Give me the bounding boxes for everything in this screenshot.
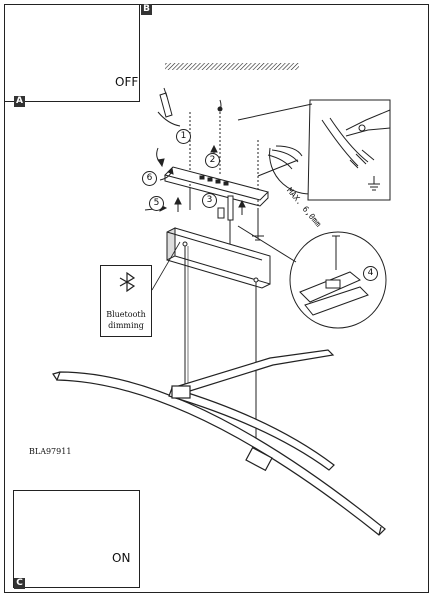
light-bar-front — [52, 371, 386, 536]
breaker-on-panel: ON — [13, 490, 140, 588]
pliers-icon — [345, 109, 391, 137]
step-6-marker: 6 — [142, 171, 157, 186]
screwdriver-icon — [157, 87, 181, 127]
step-3-marker: 3 — [202, 193, 217, 208]
page-frame — [4, 4, 429, 593]
step-2-marker: 2 — [205, 153, 220, 168]
panel-tag-b: B — [141, 4, 152, 15]
step-1-marker: 1 — [176, 129, 191, 144]
panel-tag-c: C — [14, 578, 25, 589]
terminal-detail — [237, 225, 387, 329]
ground-icon — [368, 176, 380, 191]
canopy — [166, 227, 271, 289]
step-4-marker: 4 — [363, 266, 378, 281]
on-label: ON — [112, 551, 131, 565]
mounting-hardware — [144, 87, 269, 262]
bluetooth-label: Bluetooth — [106, 310, 146, 319]
model-number: BLA97911 — [29, 447, 72, 456]
dimming-label: dimming — [108, 321, 144, 330]
step-5-marker: 5 — [149, 196, 164, 211]
panel-tag-a: A — [14, 96, 25, 107]
ceiling-hatch — [165, 63, 299, 70]
breaker-off-panel: B OFF — [4, 4, 152, 102]
pliers-detail — [237, 99, 391, 201]
off-label: OFF — [115, 75, 139, 89]
light-bar-back — [168, 349, 335, 472]
bluetooth-dimming-box: Bluetooth dimming — [100, 265, 152, 337]
